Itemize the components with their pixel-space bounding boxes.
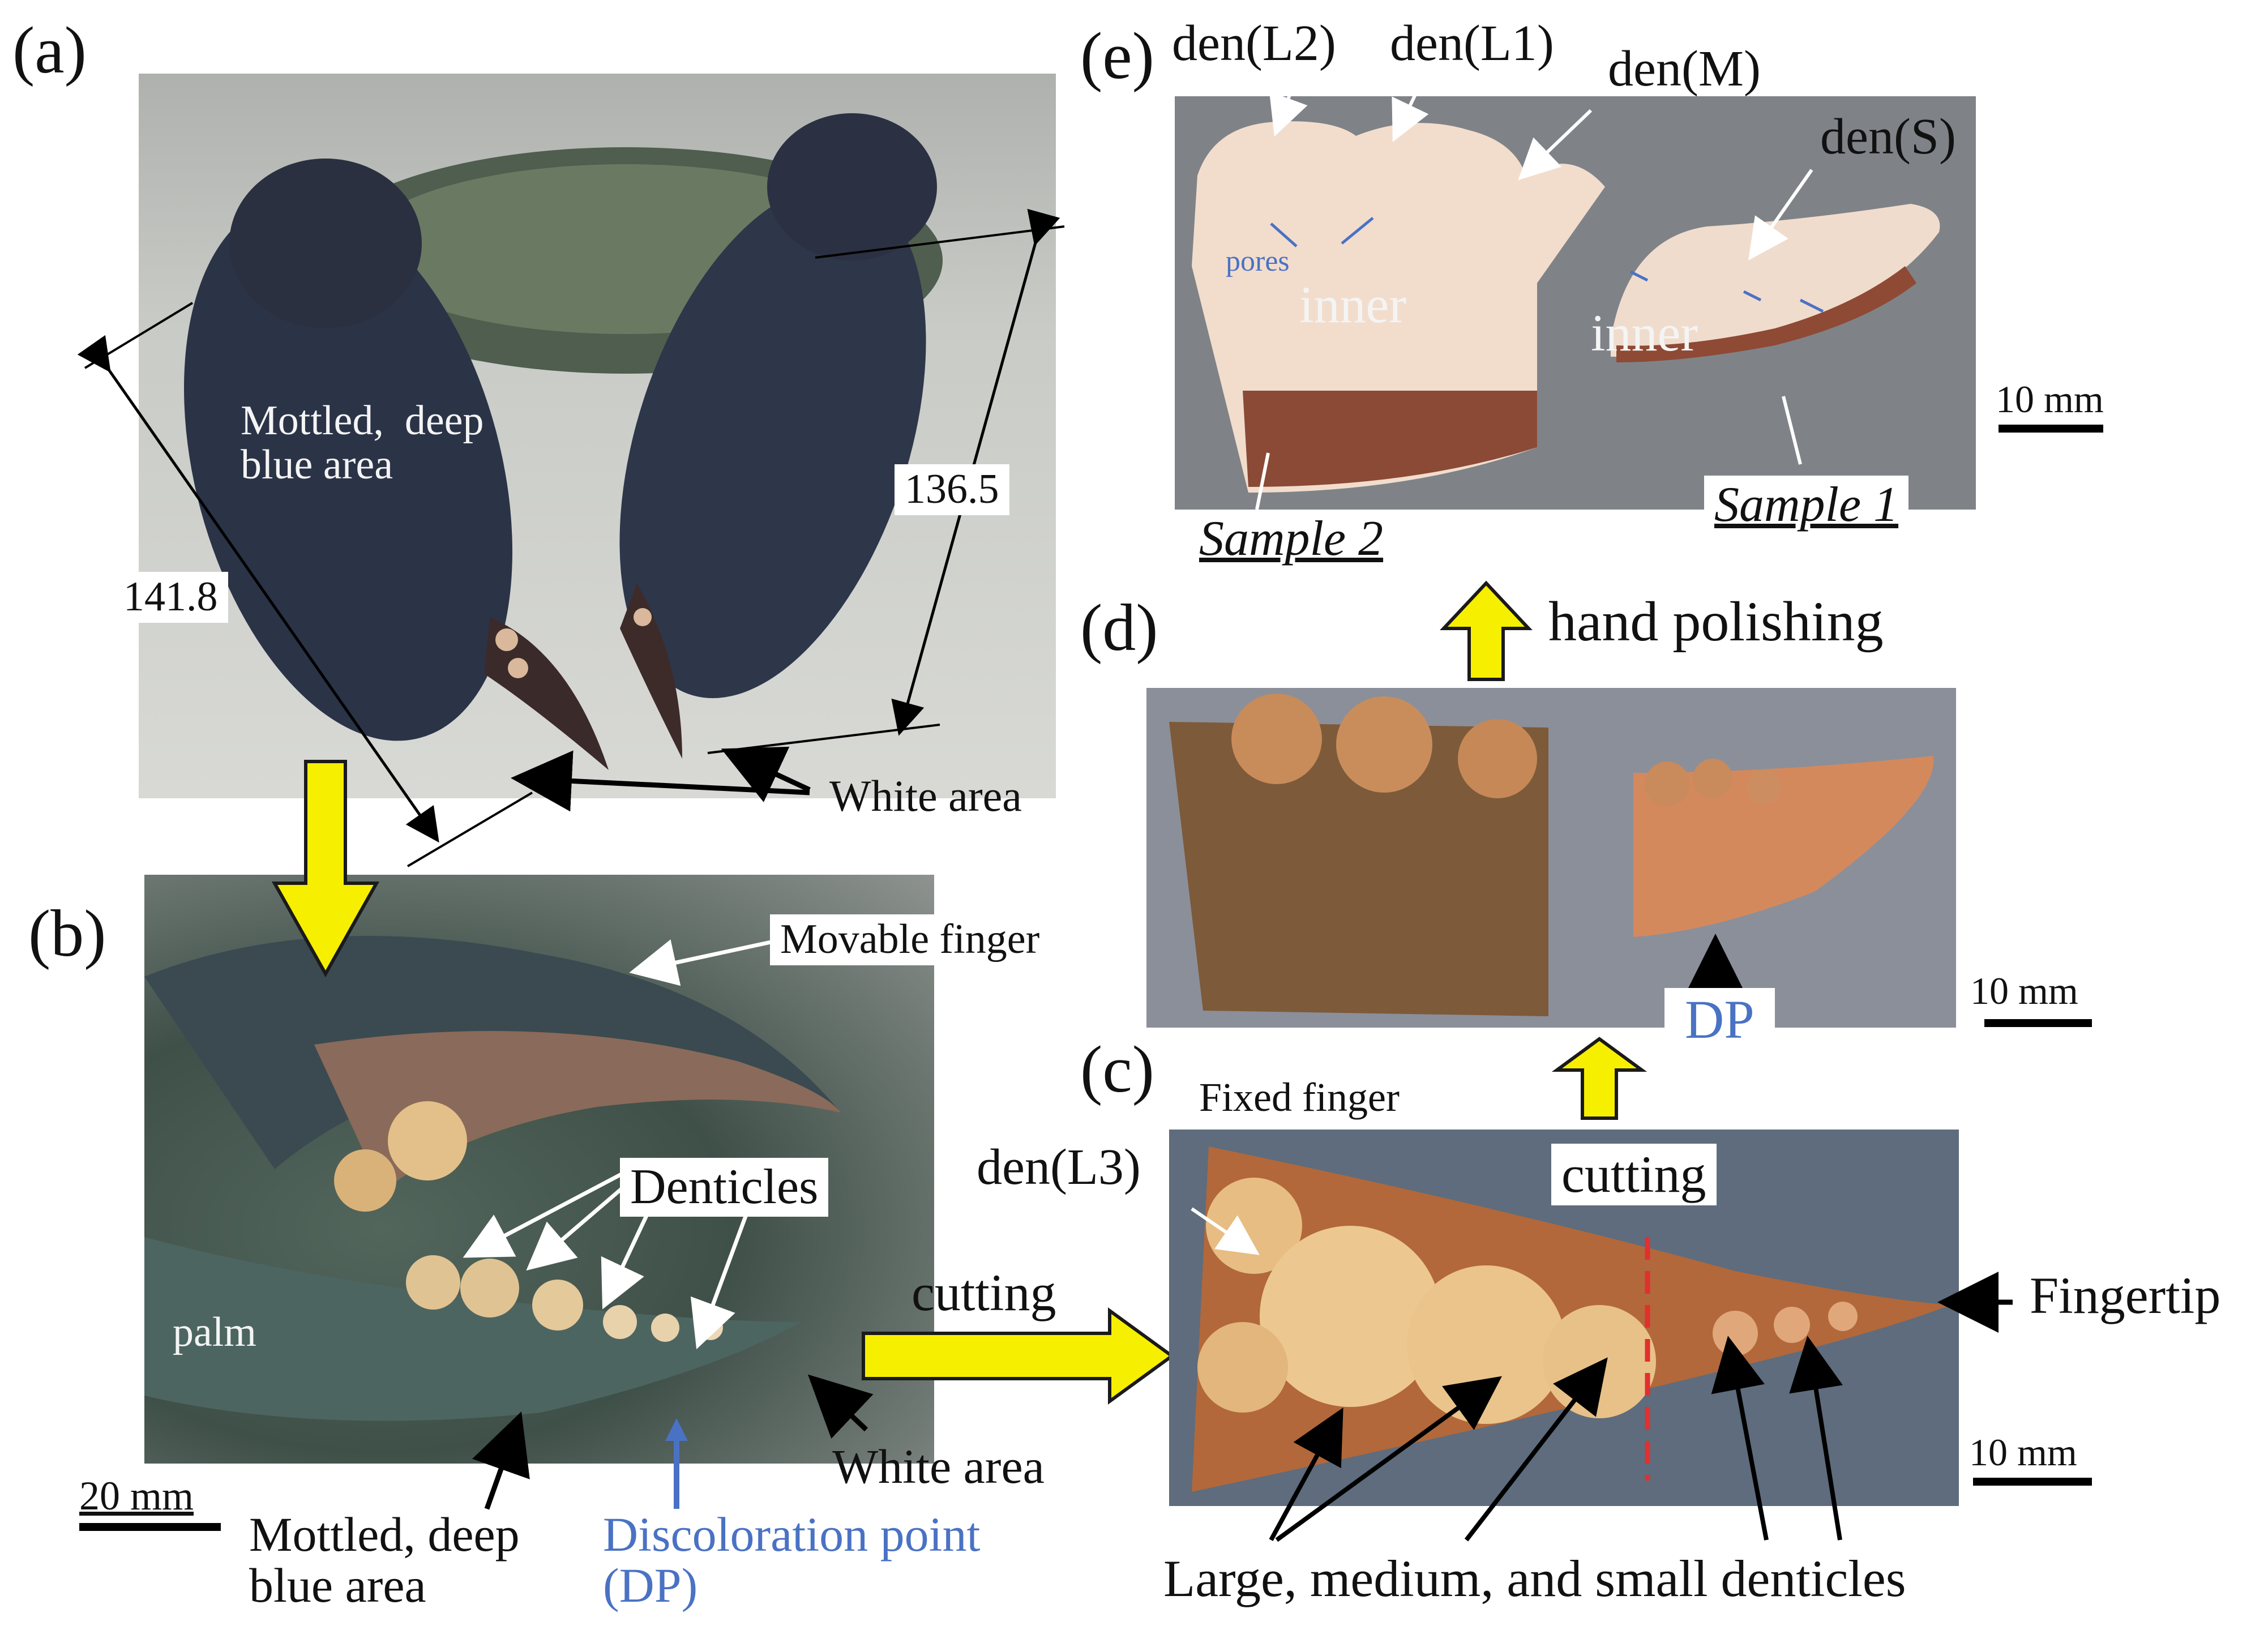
label-c-den-l3: den(L3) [977, 1139, 1141, 1195]
panel-a-letter: (a) [12, 13, 87, 87]
scale-bar-b [79, 1523, 221, 1531]
label-c-scale: 10 mm [1969, 1431, 2077, 1474]
label-e-den-l2: den(L2) [1172, 15, 1336, 71]
label-a-white-area: White area [829, 771, 1022, 820]
scale-bar-d [1984, 1019, 2092, 1027]
label-e-sample-2: Sample 2 [1189, 510, 1394, 569]
label-a-dim-right: 136.5 [895, 464, 1009, 515]
label-b-scale: 20 mm [79, 1473, 194, 1518]
label-e-den-m: den(M) [1608, 41, 1761, 97]
label-c-fixed-finger: Fixed finger [1189, 1073, 1410, 1123]
label-cutting-b-to-c: cutting [912, 1264, 1056, 1321]
label-d-scale: 10 mm [1970, 969, 2078, 1012]
label-e-scale: 10 mm [1996, 378, 2104, 421]
label-cutting-c-to-d: cutting [1551, 1144, 1717, 1205]
arrow-c-to-d [1551, 1037, 1647, 1120]
label-b-denticles: Denticles [620, 1158, 829, 1217]
label-e-inner-2: inner [1591, 304, 1698, 362]
polished-sections-illustration [1192, 121, 1940, 493]
panel-b-letter: (b) [28, 896, 106, 970]
label-e-pores: pores [1226, 245, 1290, 277]
label-e-den-l1: den(L1) [1390, 15, 1554, 71]
panel-e-letter: (e) [1080, 19, 1154, 93]
scale-bar-c [1973, 1478, 2092, 1486]
label-e-den-s: den(S) [1820, 109, 1956, 165]
label-b-palm: palm [173, 1309, 256, 1355]
panel-d-letter: (d) [1080, 591, 1158, 665]
label-e-inner-1: inner [1299, 276, 1407, 333]
label-d-hand-polishing: hand polishing [1548, 590, 1884, 653]
label-d-dp: DP [1664, 988, 1775, 1052]
photo-cut-pieces [1146, 688, 1956, 1028]
scale-bar-e [1999, 425, 2103, 433]
arrow-d-to-e [1440, 580, 1533, 681]
label-b-movable-finger: Movable finger [770, 914, 1050, 965]
label-b-mottled: Mottled, deep blue area [249, 1507, 520, 1613]
label-b-white-area: White area [832, 1439, 1045, 1494]
label-b-discoloration-point: Discoloration point (DP) [603, 1507, 981, 1613]
label-a-dim-left: 141.8 [113, 572, 228, 623]
label-c-fingertip: Fingertip [2030, 1267, 2221, 1324]
label-c-denticle-sizes: Large, medium, and small denticles [1163, 1550, 1906, 1607]
cut-pieces-illustration [1169, 694, 1934, 1016]
label-e-sample-1: Sample 1 [1704, 476, 1909, 535]
claw-closeup-illustration [144, 936, 841, 1421]
panel-c-letter: (c) [1080, 1032, 1154, 1106]
label-a-mottled: Mottled, deep blue area [241, 397, 484, 488]
